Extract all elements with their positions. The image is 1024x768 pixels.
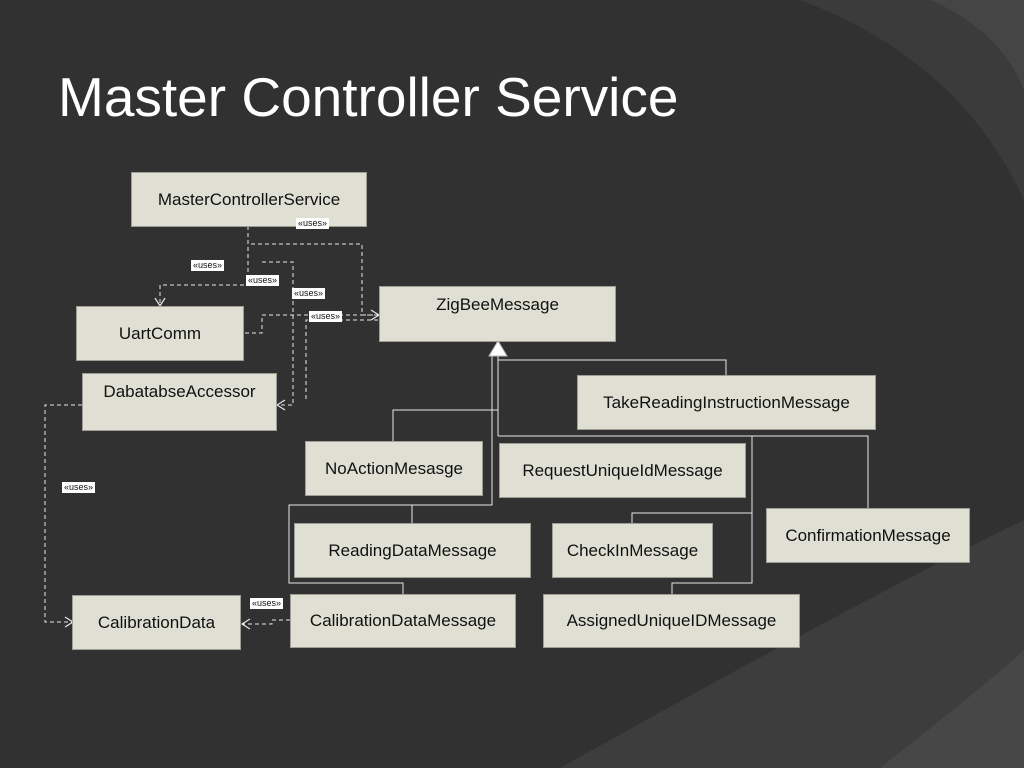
uses-label-master-uartcomm: «uses» xyxy=(191,260,225,271)
uses-label-master-database: «uses» xyxy=(246,275,280,286)
uses-label-zigbee-database: «uses» xyxy=(292,288,326,299)
class-database-accessor: DabatabseAccessor xyxy=(82,373,277,431)
inherit-line-confirmation xyxy=(498,435,869,508)
slide-title: Master Controller Service xyxy=(58,66,679,128)
class-calibration-data: CalibrationData xyxy=(72,595,241,650)
class-check-in-message: CheckInMessage xyxy=(552,523,713,578)
uses-label-master-zigbee: «uses» xyxy=(296,218,330,229)
background-corner-shape xyxy=(800,0,1024,200)
uses-line-database-to-calibrationdata xyxy=(44,404,82,623)
class-calibration-data-message: CalibrationDataMessage xyxy=(290,594,516,648)
uses-label-uartcomm-zigbee: «uses» xyxy=(309,311,343,322)
inherit-line-noaction xyxy=(392,409,498,441)
uses-line-zigbee-to-database xyxy=(305,319,378,402)
class-master-controller-service: MasterControllerService xyxy=(131,172,367,227)
class-assigned-unique-id-message: AssignedUniqueIDMessage xyxy=(543,594,800,648)
generalization-lines xyxy=(288,356,869,594)
class-zigbee-message: ZigBeeMessage xyxy=(379,286,616,342)
class-reading-data-message: ReadingDataMessage xyxy=(294,523,531,578)
arrowhead-database xyxy=(275,399,286,411)
inherit-line-takereading xyxy=(498,359,727,375)
uses-line-master-to-zigbee xyxy=(247,226,378,316)
class-request-unique-id-message: RequestUniqueIdMessage xyxy=(499,443,746,498)
inherit-line-calibration-message xyxy=(288,356,493,594)
uses-label-database-calibration: «uses» xyxy=(62,482,96,493)
class-confirmation-message: ConfirmationMessage xyxy=(766,508,970,563)
generalization-triangle xyxy=(488,340,508,357)
uses-line-calibrationmessage-to-calibrationdata xyxy=(242,619,290,625)
class-no-action-message: NoActionMesasge xyxy=(305,441,483,496)
background-corner-shape-inner xyxy=(930,0,1024,90)
uses-line-master-to-database xyxy=(262,261,294,406)
class-uart-comm: UartComm xyxy=(76,306,244,361)
background-bottom-swoosh-inner xyxy=(880,650,1024,768)
arrowhead-calibrationdata-right xyxy=(240,618,251,630)
inherit-line-assigneduniqueid xyxy=(671,436,753,594)
uses-label-calibrationmessage-calibration: «uses» xyxy=(250,598,284,609)
uses-line-master-to-uartcomm xyxy=(159,226,249,305)
class-take-reading-instruction-message: TakeReadingInstructionMessage xyxy=(577,375,876,430)
inherit-line-checkin xyxy=(631,512,752,523)
